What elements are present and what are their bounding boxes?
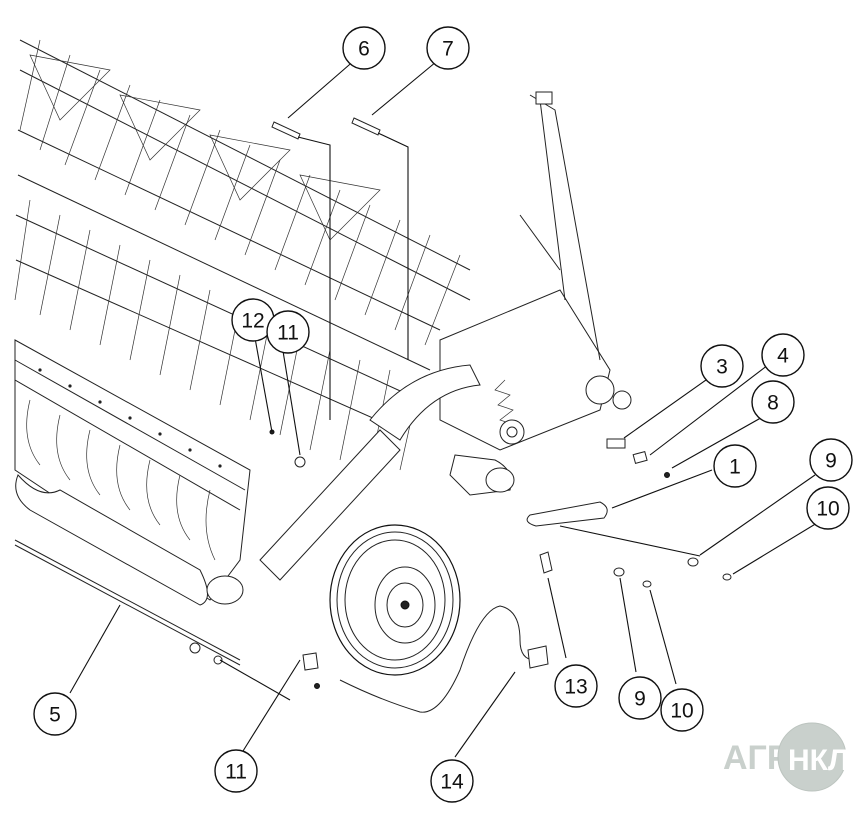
watermark-text-right: НКЛ bbox=[788, 744, 849, 777]
callout-c10a: 10 bbox=[806, 486, 850, 530]
callout-number: 13 bbox=[564, 676, 587, 699]
header-trough bbox=[14, 339, 251, 606]
callout-number: 12 bbox=[241, 310, 264, 333]
callout-circle bbox=[266, 310, 310, 354]
callout-circle bbox=[618, 676, 662, 720]
callout-circle bbox=[342, 26, 386, 70]
callout-number: 9 bbox=[634, 688, 646, 711]
callout-number: 11 bbox=[225, 761, 247, 784]
callout-number: 10 bbox=[816, 498, 839, 521]
callout-c13: 13 bbox=[554, 664, 598, 708]
callout-c12: 12 bbox=[231, 298, 275, 342]
callout-number: 9 bbox=[825, 450, 837, 473]
callout-circle bbox=[430, 759, 474, 803]
leader-lines bbox=[69, 51, 823, 758]
callout-c10b: 10 bbox=[660, 688, 704, 732]
callout-circle bbox=[33, 692, 77, 736]
callout-circle bbox=[214, 749, 258, 793]
callout-c9a: 9 bbox=[809, 438, 853, 482]
callout-c9b: 9 bbox=[618, 676, 662, 720]
callout-circle bbox=[806, 486, 850, 530]
callout-circle bbox=[713, 444, 757, 488]
callout-circle bbox=[554, 664, 598, 708]
frame-arm-assembly bbox=[259, 91, 632, 581]
callout-number: 11 bbox=[277, 322, 299, 345]
agronkl-watermark-logo: АГРО НКЛ bbox=[723, 722, 849, 792]
support-wheel bbox=[329, 524, 461, 676]
callout-c14: 14 bbox=[430, 759, 474, 803]
callout-number: 14 bbox=[440, 771, 464, 794]
reel-tine-frame bbox=[14, 39, 471, 471]
loose-parts bbox=[14, 117, 732, 713]
callout-number: 3 bbox=[716, 356, 728, 379]
callout-c11b: 11 bbox=[214, 749, 258, 793]
callout-c3: 3 bbox=[700, 344, 744, 388]
callout-c5: 5 bbox=[33, 692, 77, 736]
callout-number: 4 bbox=[777, 345, 789, 368]
callout-number: 5 bbox=[49, 704, 61, 727]
callout-number: 8 bbox=[767, 392, 779, 415]
callout-c4: 4 bbox=[761, 333, 805, 377]
callout-c7: 7 bbox=[426, 26, 470, 70]
callout-circle bbox=[761, 333, 805, 377]
callout-circle bbox=[426, 26, 470, 70]
callout-number: 7 bbox=[442, 38, 454, 61]
callout-circle bbox=[660, 688, 704, 732]
callout-number: 10 bbox=[670, 700, 693, 723]
callout-circle bbox=[809, 438, 853, 482]
callout-c11a: 11 bbox=[266, 310, 310, 354]
callout-layer: 6 7 12 11 3 4 8 1 9 10 13 9 10 5 11 14 bbox=[33, 26, 853, 803]
callout-circle bbox=[751, 380, 795, 424]
callout-c1: 1 bbox=[713, 444, 757, 488]
callout-number: 1 bbox=[729, 456, 741, 479]
callout-c6: 6 bbox=[342, 26, 386, 70]
callout-c8: 8 bbox=[751, 380, 795, 424]
callout-circle bbox=[700, 344, 744, 388]
callout-number: 6 bbox=[358, 38, 370, 61]
